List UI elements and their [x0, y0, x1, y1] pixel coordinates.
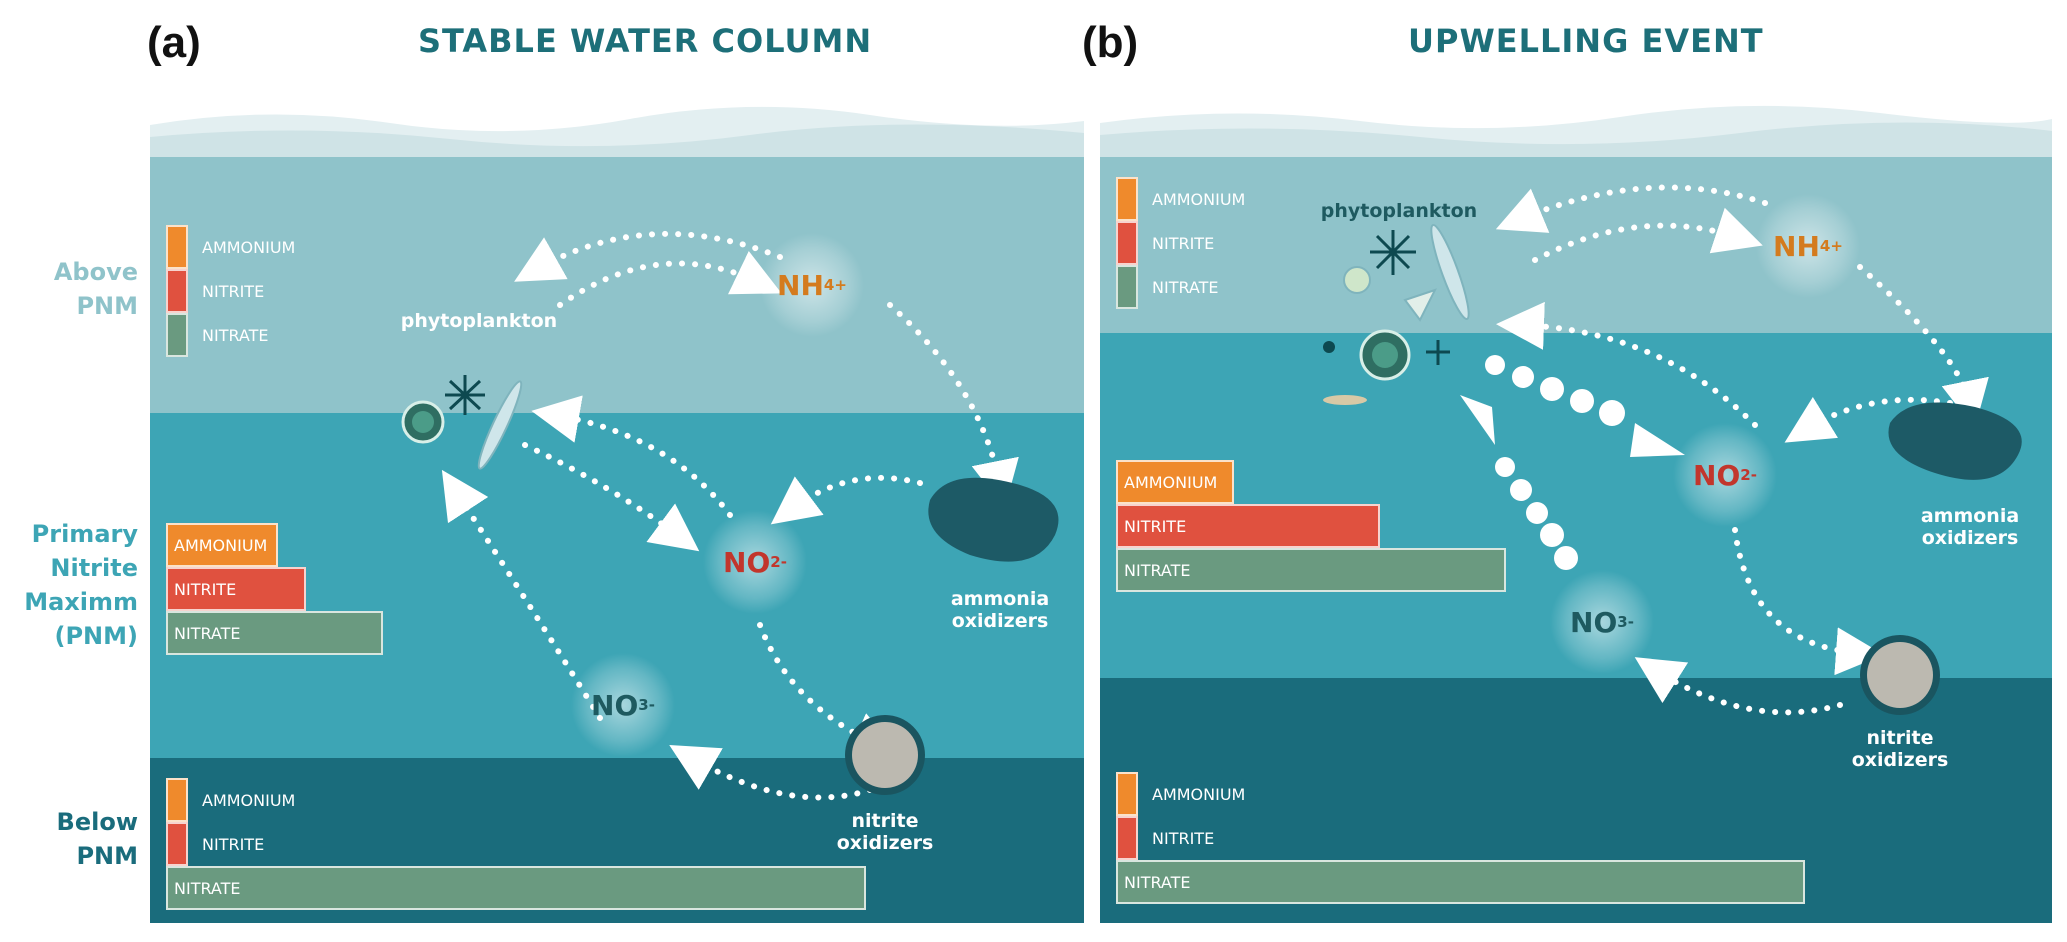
nitrite-bar: NITRITE: [1116, 221, 1214, 265]
zone-above-pnm: [150, 157, 1084, 413]
nitrite-bar: NITRITE: [166, 269, 264, 313]
nitrite-bar: NITRITE: [166, 822, 264, 866]
ammonium-bar: AMMONIUM: [1116, 460, 1234, 504]
dotted-arrows: [1495, 184, 1989, 716]
nitrite-oxidizers-label: nitrite oxidizers: [836, 810, 934, 854]
surface-waves: [150, 105, 1084, 160]
panel-b-letter: (b): [1082, 18, 1139, 67]
ammonium-bar: AMMONIUM: [1116, 177, 1245, 221]
phytoplankton-icon: [1323, 223, 1470, 405]
zone-label-above-pnm: Above PNM: [53, 258, 138, 320]
surface-waves: [1100, 105, 2052, 160]
ammonia-oxidizer-icon: [928, 477, 1059, 562]
nitrite-bar: NITRITE: [1116, 816, 1214, 860]
nitrite-oxidizers-label: nitrite oxidizers: [1851, 727, 1949, 771]
zone-label-below-pnm: Below PNM: [56, 808, 138, 870]
ammonium-bar: AMMONIUM: [1116, 772, 1245, 816]
ammonium-bar: AMMONIUM: [166, 523, 278, 567]
panel-b-title: UPWELLING EVENT: [1408, 22, 1764, 60]
upwelling-arrows: [1460, 355, 1685, 570]
ammonium-bar: AMMONIUM: [166, 778, 295, 822]
nitrite-bar: NITRITE: [1116, 504, 1380, 548]
nitrite-oxidizer-icon: [1860, 635, 1940, 715]
zone-label-pnm: Primary Nitrite Maximm (PNM): [24, 520, 138, 650]
nitrate-bar: NITRATE: [1116, 860, 1805, 904]
ammonium-bar: AMMONIUM: [166, 225, 295, 269]
nitrate-bar: NITRATE: [166, 611, 383, 655]
nitrogen-cycle-diagram-a: [401, 230, 1059, 801]
ammonia-oxidizers-label: ammonia oxidizers: [950, 588, 1050, 632]
nitrate-bar: NITRATE: [1116, 548, 1506, 592]
phytoplankton-icon: [401, 375, 523, 470]
phytoplankton-label: phytoplankton: [1320, 200, 1478, 222]
phytoplankton-label: phytoplankton: [400, 310, 558, 332]
nitrate-bar: NITRATE: [166, 866, 866, 910]
nitrate-bar: NITRATE: [1116, 265, 1219, 309]
dotted-arrows: [441, 230, 1019, 801]
nitrogen-cycle-diagram-b: [1323, 184, 2022, 716]
nitrite-bar: NITRITE: [166, 567, 306, 611]
panel-a-title: STABLE WATER COLUMN: [418, 22, 873, 60]
ammonia-oxidizers-label: ammonia oxidizers: [1920, 505, 2020, 549]
panel-a-letter: (a): [147, 18, 201, 67]
nitrite-oxidizer-icon: [845, 715, 925, 795]
ammonia-oxidizer-icon: [1888, 402, 2022, 480]
nitrate-bar: NITRATE: [166, 313, 269, 357]
zone-above-pnm: [1100, 157, 2052, 333]
